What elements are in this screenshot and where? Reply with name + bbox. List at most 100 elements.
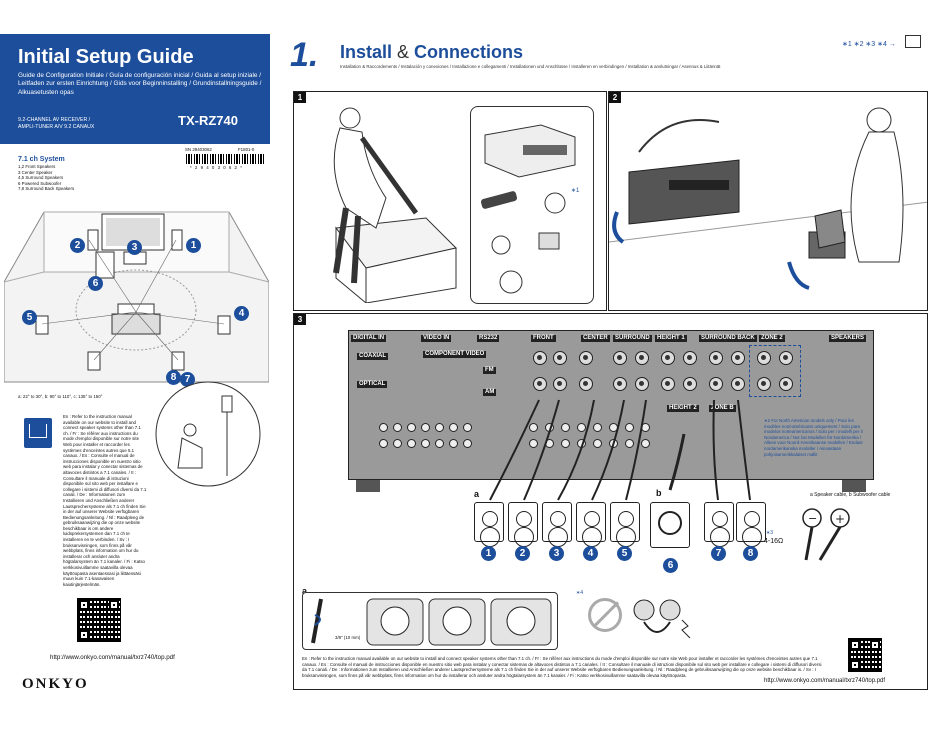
title-banner: Initial Setup Guide Guide de Configurati…	[0, 34, 270, 144]
manual-url-right[interactable]: http://www.onkyo.com/manual/txrz740/top.…	[764, 678, 886, 684]
panel-connections: 3 DIGITAL IN VIDEO IN RS232 COMPONENT VI…	[293, 313, 928, 690]
model-number: TX-RZ740	[178, 113, 238, 128]
speaker-front-left	[508, 502, 538, 547]
panel-number-2: 2	[609, 92, 621, 103]
zone2-footnote: ∗2 For North American models only / Pour…	[764, 418, 863, 457]
rca-jack[interactable]	[435, 439, 444, 448]
prohibited-icon	[588, 598, 622, 632]
label-zone2: ZONE 2	[759, 335, 785, 342]
label-height2: HEIGHT 2	[667, 405, 699, 412]
manual-url-left[interactable]: http://www.onkyo.com/manual/txrz740/top.…	[50, 654, 175, 661]
rca-jack[interactable]	[421, 423, 430, 432]
rca-jack[interactable]	[449, 439, 458, 448]
terminal[interactable]	[731, 377, 745, 391]
rca-jack[interactable]	[379, 423, 388, 432]
rca-jack[interactable]	[641, 439, 650, 448]
rca-jack[interactable]	[393, 439, 402, 448]
qr-code-left	[77, 598, 121, 642]
label-speakers: SPEAKERS	[829, 335, 867, 342]
terminal[interactable]	[613, 351, 627, 365]
speaker-surround-right	[576, 502, 606, 547]
rca-jack[interactable]	[379, 439, 388, 448]
accessories-box: ∗1	[470, 106, 594, 304]
speaker-surround-left	[610, 502, 640, 547]
model-description: 9.2-CHANNEL AV RECEIVER / AMPLI-TUNER A/…	[18, 117, 95, 130]
panel-placement: 2	[608, 91, 928, 311]
cable-label-a: a	[474, 489, 480, 499]
rca-jack[interactable]	[463, 439, 472, 448]
zone2-highlight	[749, 345, 801, 397]
label-coaxial: COAXIAL	[357, 353, 388, 360]
label-height1: HEIGHT 1	[655, 335, 687, 342]
terminal[interactable]	[533, 351, 547, 365]
rca-jack[interactable]	[407, 423, 416, 432]
label-optical: OPTICAL	[357, 381, 388, 388]
terminal[interactable]	[579, 351, 593, 365]
rca-jack[interactable]	[407, 439, 416, 448]
rca-jack[interactable]	[435, 423, 444, 432]
terminal[interactable]	[635, 351, 649, 365]
label-front: FRONT	[531, 335, 556, 342]
panel-number-3: 3	[294, 314, 306, 325]
impedance-value: 4-16Ω	[764, 538, 784, 545]
rca-jack[interactable]	[593, 423, 602, 432]
terminal[interactable]	[553, 377, 567, 391]
label-fm: FM	[483, 367, 496, 374]
terminal[interactable]	[613, 377, 627, 391]
label-surround: SURROUND	[613, 335, 652, 342]
rca-jack[interactable]	[625, 439, 634, 448]
doc-code: F1801-0	[238, 147, 255, 152]
speaker-marker-5: 5	[22, 310, 37, 325]
strip-label-a: a	[302, 586, 308, 596]
label-am: AM	[483, 389, 497, 396]
label-center: CENTER	[581, 335, 610, 342]
rca-jack[interactable]	[577, 423, 586, 432]
rca-jack[interactable]	[625, 423, 634, 432]
terminal[interactable]	[661, 377, 675, 391]
terminal[interactable]	[757, 377, 771, 391]
terminal[interactable]	[779, 351, 793, 365]
install-title: Install & Connections	[340, 42, 524, 62]
terminal[interactable]	[661, 351, 675, 365]
terminal[interactable]	[635, 377, 649, 391]
rca-jack[interactable]	[421, 439, 430, 448]
footnote-refs: ∗1 ∗2 ∗3 ∗4 →	[842, 41, 896, 48]
placement-illustration	[609, 107, 927, 290]
guide-subtitle: Guide de Configuration Initiale / Guía d…	[18, 72, 262, 96]
speaker-number-4: 4	[583, 546, 598, 561]
rca-jack[interactable]	[463, 423, 472, 432]
panel-unpack: 1 ∗1	[293, 91, 607, 311]
wire-strip-steps: 3/8" (10 mm)	[302, 592, 558, 650]
impedance-footnote: ∗3	[766, 530, 773, 536]
rca-jack[interactable]	[561, 423, 570, 432]
terminal[interactable]	[779, 377, 793, 391]
speaker-marker-3: 3	[127, 240, 142, 255]
speaker-layout-diagram	[4, 211, 269, 383]
terminal[interactable]	[553, 351, 567, 365]
terminal[interactable]	[579, 377, 593, 391]
rca-jack[interactable]	[529, 423, 538, 432]
terminal-closeup: − +	[802, 508, 850, 561]
accessory-footnote: ∗1	[571, 188, 580, 194]
terminal[interactable]	[709, 377, 723, 391]
terminal[interactable]	[757, 351, 771, 365]
rca-jack[interactable]	[593, 439, 602, 448]
speaker-center	[542, 502, 572, 547]
guide-title: Initial Setup Guide	[18, 46, 194, 68]
warning-footnote: ∗4	[576, 590, 583, 596]
terminal[interactable]	[709, 351, 723, 365]
panel-number-1: 1	[294, 92, 306, 103]
speaker-marker-8: 8	[166, 370, 181, 385]
terminal[interactable]	[731, 351, 745, 365]
rca-jack[interactable]	[393, 423, 402, 432]
terminal[interactable]	[683, 351, 697, 365]
label-component: COMPONENT VIDEO	[423, 351, 487, 358]
label-video-in: VIDEO IN	[421, 335, 452, 342]
speaker-marker-1: 1	[186, 238, 201, 253]
svg-text:−: −	[808, 512, 817, 525]
rca-jack[interactable]	[529, 439, 538, 448]
rca-jack[interactable]	[449, 423, 458, 432]
terminal[interactable]	[683, 377, 697, 391]
terminal[interactable]	[533, 377, 547, 391]
rca-jack[interactable]	[561, 439, 570, 448]
